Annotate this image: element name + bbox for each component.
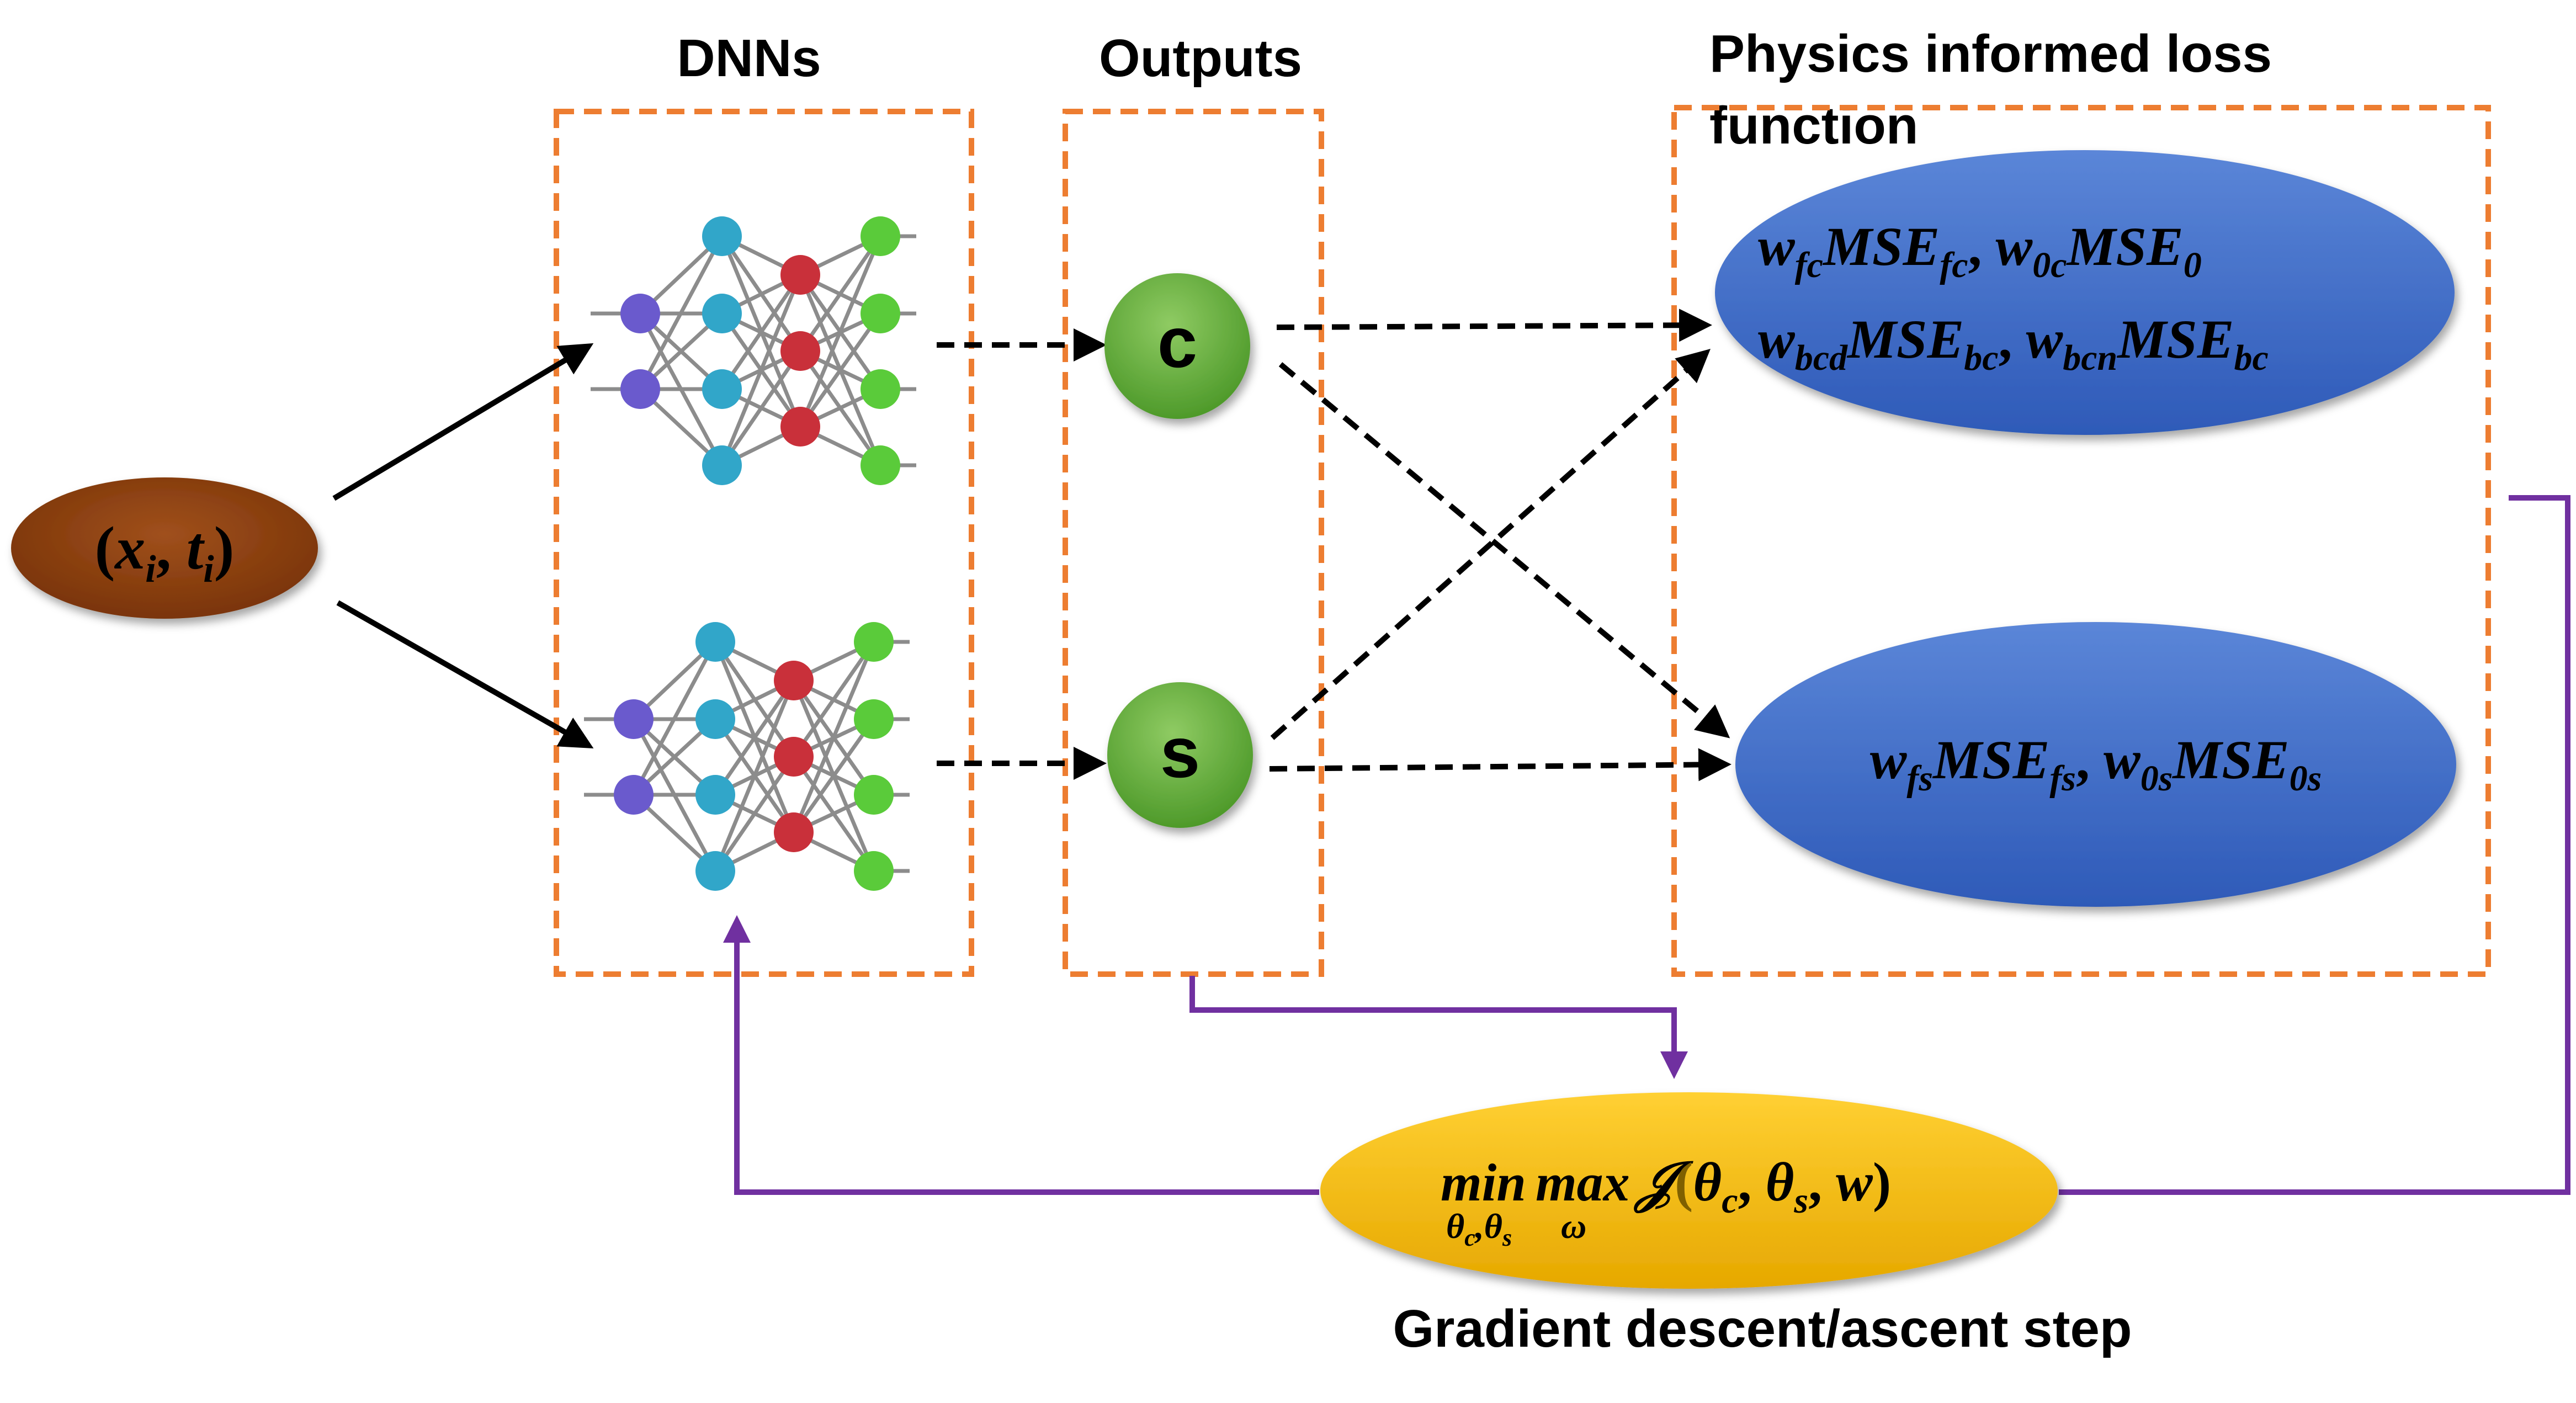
input-node: (xi, ti) xyxy=(11,477,318,619)
arrow-input-to-dnn-top xyxy=(332,343,594,501)
nn-neuron xyxy=(774,737,814,777)
objective-min-subscript: θc,θs xyxy=(1446,1207,1512,1251)
nn-neuron xyxy=(861,369,900,409)
connector-objective-to-dnns xyxy=(723,915,1319,1195)
objective-max-subscript: ω xyxy=(1561,1207,1586,1246)
nn-neuron xyxy=(702,294,742,333)
nn-connection xyxy=(714,679,795,796)
connector-outputs-to-objective xyxy=(1189,976,1688,1079)
outputs-box xyxy=(1063,109,1324,977)
nn-neuron xyxy=(702,445,742,485)
gradient-step-caption: Gradient descent/ascent step xyxy=(1393,1299,2132,1358)
objective-ellipse: min θc,θs max ω 𝒥(θc, θs, w) xyxy=(1320,1092,2058,1289)
nn-connection xyxy=(799,312,882,428)
neural-network-bottom xyxy=(584,622,910,891)
dnns-title: DNNs xyxy=(677,29,821,88)
nn-neuron xyxy=(854,699,894,739)
nn-neuron xyxy=(861,216,900,256)
nn-connection xyxy=(799,235,882,353)
nn-neuron xyxy=(854,775,894,815)
nn-neuron xyxy=(780,331,820,371)
output-node-c: c xyxy=(1104,273,1250,419)
arrow-c-to-loss-bottom xyxy=(1278,362,1730,738)
output-c-label: c xyxy=(1157,302,1197,382)
nn-connection xyxy=(792,718,875,834)
nn-neuron xyxy=(695,851,735,891)
nn-connection xyxy=(714,756,795,872)
nn-connection xyxy=(631,641,718,796)
nn-connection xyxy=(792,641,876,833)
nn-neuron xyxy=(774,661,814,700)
output-s-label: s xyxy=(1160,712,1200,793)
nn-connection xyxy=(720,274,803,466)
nn-connection xyxy=(638,235,724,390)
loss-ellipse-c: wfcMSEfc, w0cMSE0 wbcdMSEbc, wbcnMSEbc xyxy=(1715,150,2455,435)
nn-neuron xyxy=(780,407,820,447)
output-node-s: s xyxy=(1107,682,1253,828)
nn-connection xyxy=(720,350,802,466)
objective-min: min xyxy=(1441,1153,1526,1212)
loss-title-line1: Physics informed loss xyxy=(1709,24,2272,83)
objective-function: 𝒥(θc, θs, w) xyxy=(1633,1151,1891,1221)
arrow-s-to-loss-top xyxy=(1270,349,1711,740)
nn-neuron xyxy=(702,216,742,256)
nn-connection xyxy=(798,235,883,428)
objective-max: max xyxy=(1536,1153,1630,1212)
connector-loss-to-objective xyxy=(2059,495,2570,1195)
nn-neuron xyxy=(614,699,654,739)
nn-neuron xyxy=(780,255,820,295)
loss-ellipse-s: wfsMSEfs, w0sMSE0s xyxy=(1735,622,2456,907)
nn-neuron xyxy=(861,294,900,333)
nn-neuron xyxy=(695,699,735,739)
nn-neuron xyxy=(854,851,894,891)
nn-connection xyxy=(713,679,796,872)
neural-network-top xyxy=(591,216,916,485)
loss-c-line1: wfcMSEfc, w0cMSE0 xyxy=(1758,216,2202,285)
nn-neuron xyxy=(854,622,894,662)
outputs-title: Outputs xyxy=(1099,29,1302,88)
arrow-s-to-loss-bottom xyxy=(1269,748,1732,782)
nn-neuron xyxy=(861,445,900,485)
loss-box xyxy=(1671,105,2491,977)
arrow-c-to-loss-top xyxy=(1276,309,1712,342)
nn-connection xyxy=(720,274,802,390)
input-label: (xi, ti) xyxy=(95,514,235,591)
nn-neuron xyxy=(614,775,654,815)
nn-neuron xyxy=(702,369,742,409)
loss-c-line2: wbcdMSEbc, wbcnMSEbc xyxy=(1758,309,2269,378)
nn-neuron xyxy=(620,294,660,333)
nn-connection xyxy=(792,640,875,758)
loss-s-line: wfsMSEfs, w0sMSE0s xyxy=(1870,729,2322,799)
nn-neuron xyxy=(695,622,735,662)
nn-neuron xyxy=(695,775,735,815)
nn-neuron xyxy=(620,369,660,409)
nn-neuron xyxy=(774,812,814,852)
arrow-input-to-dnn-bottom xyxy=(336,600,594,748)
dnns-box xyxy=(554,109,974,977)
